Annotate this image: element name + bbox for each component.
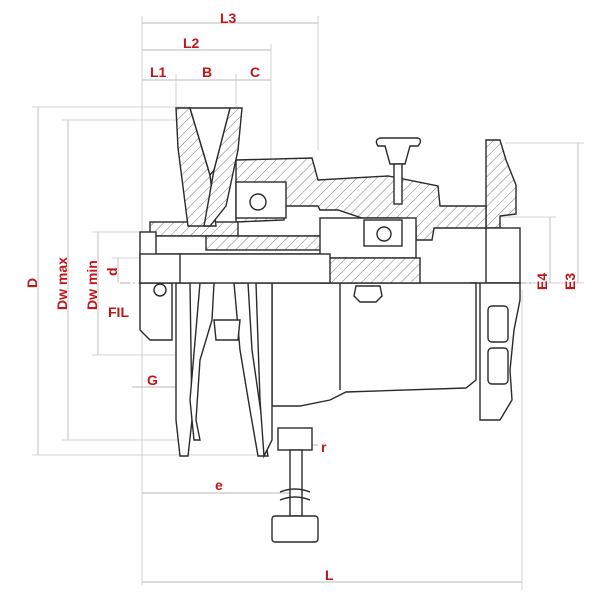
label-C: C [250,64,260,80]
label-r: r [321,439,327,455]
label-FIL: FIL [108,304,129,320]
label-L1: L1 [150,64,167,80]
label-L2: L2 [183,35,200,51]
label-e: e [215,477,223,493]
label-L: L [325,567,334,583]
label-E4: E4 [534,273,550,290]
label-L3: L3 [220,10,237,26]
label-D: D [24,278,40,288]
label-B: B [202,64,212,80]
dimension-labels: L3 L2 L1 B C D Dw max Dw min d FIL G e r… [24,10,578,583]
label-G: G [147,372,158,388]
label-Dw-min: Dw min [84,260,100,310]
label-E3: E3 [562,273,578,290]
assembly-outline [139,107,521,543]
label-d: d [104,267,120,276]
label-Dw-max: Dw max [54,257,70,310]
